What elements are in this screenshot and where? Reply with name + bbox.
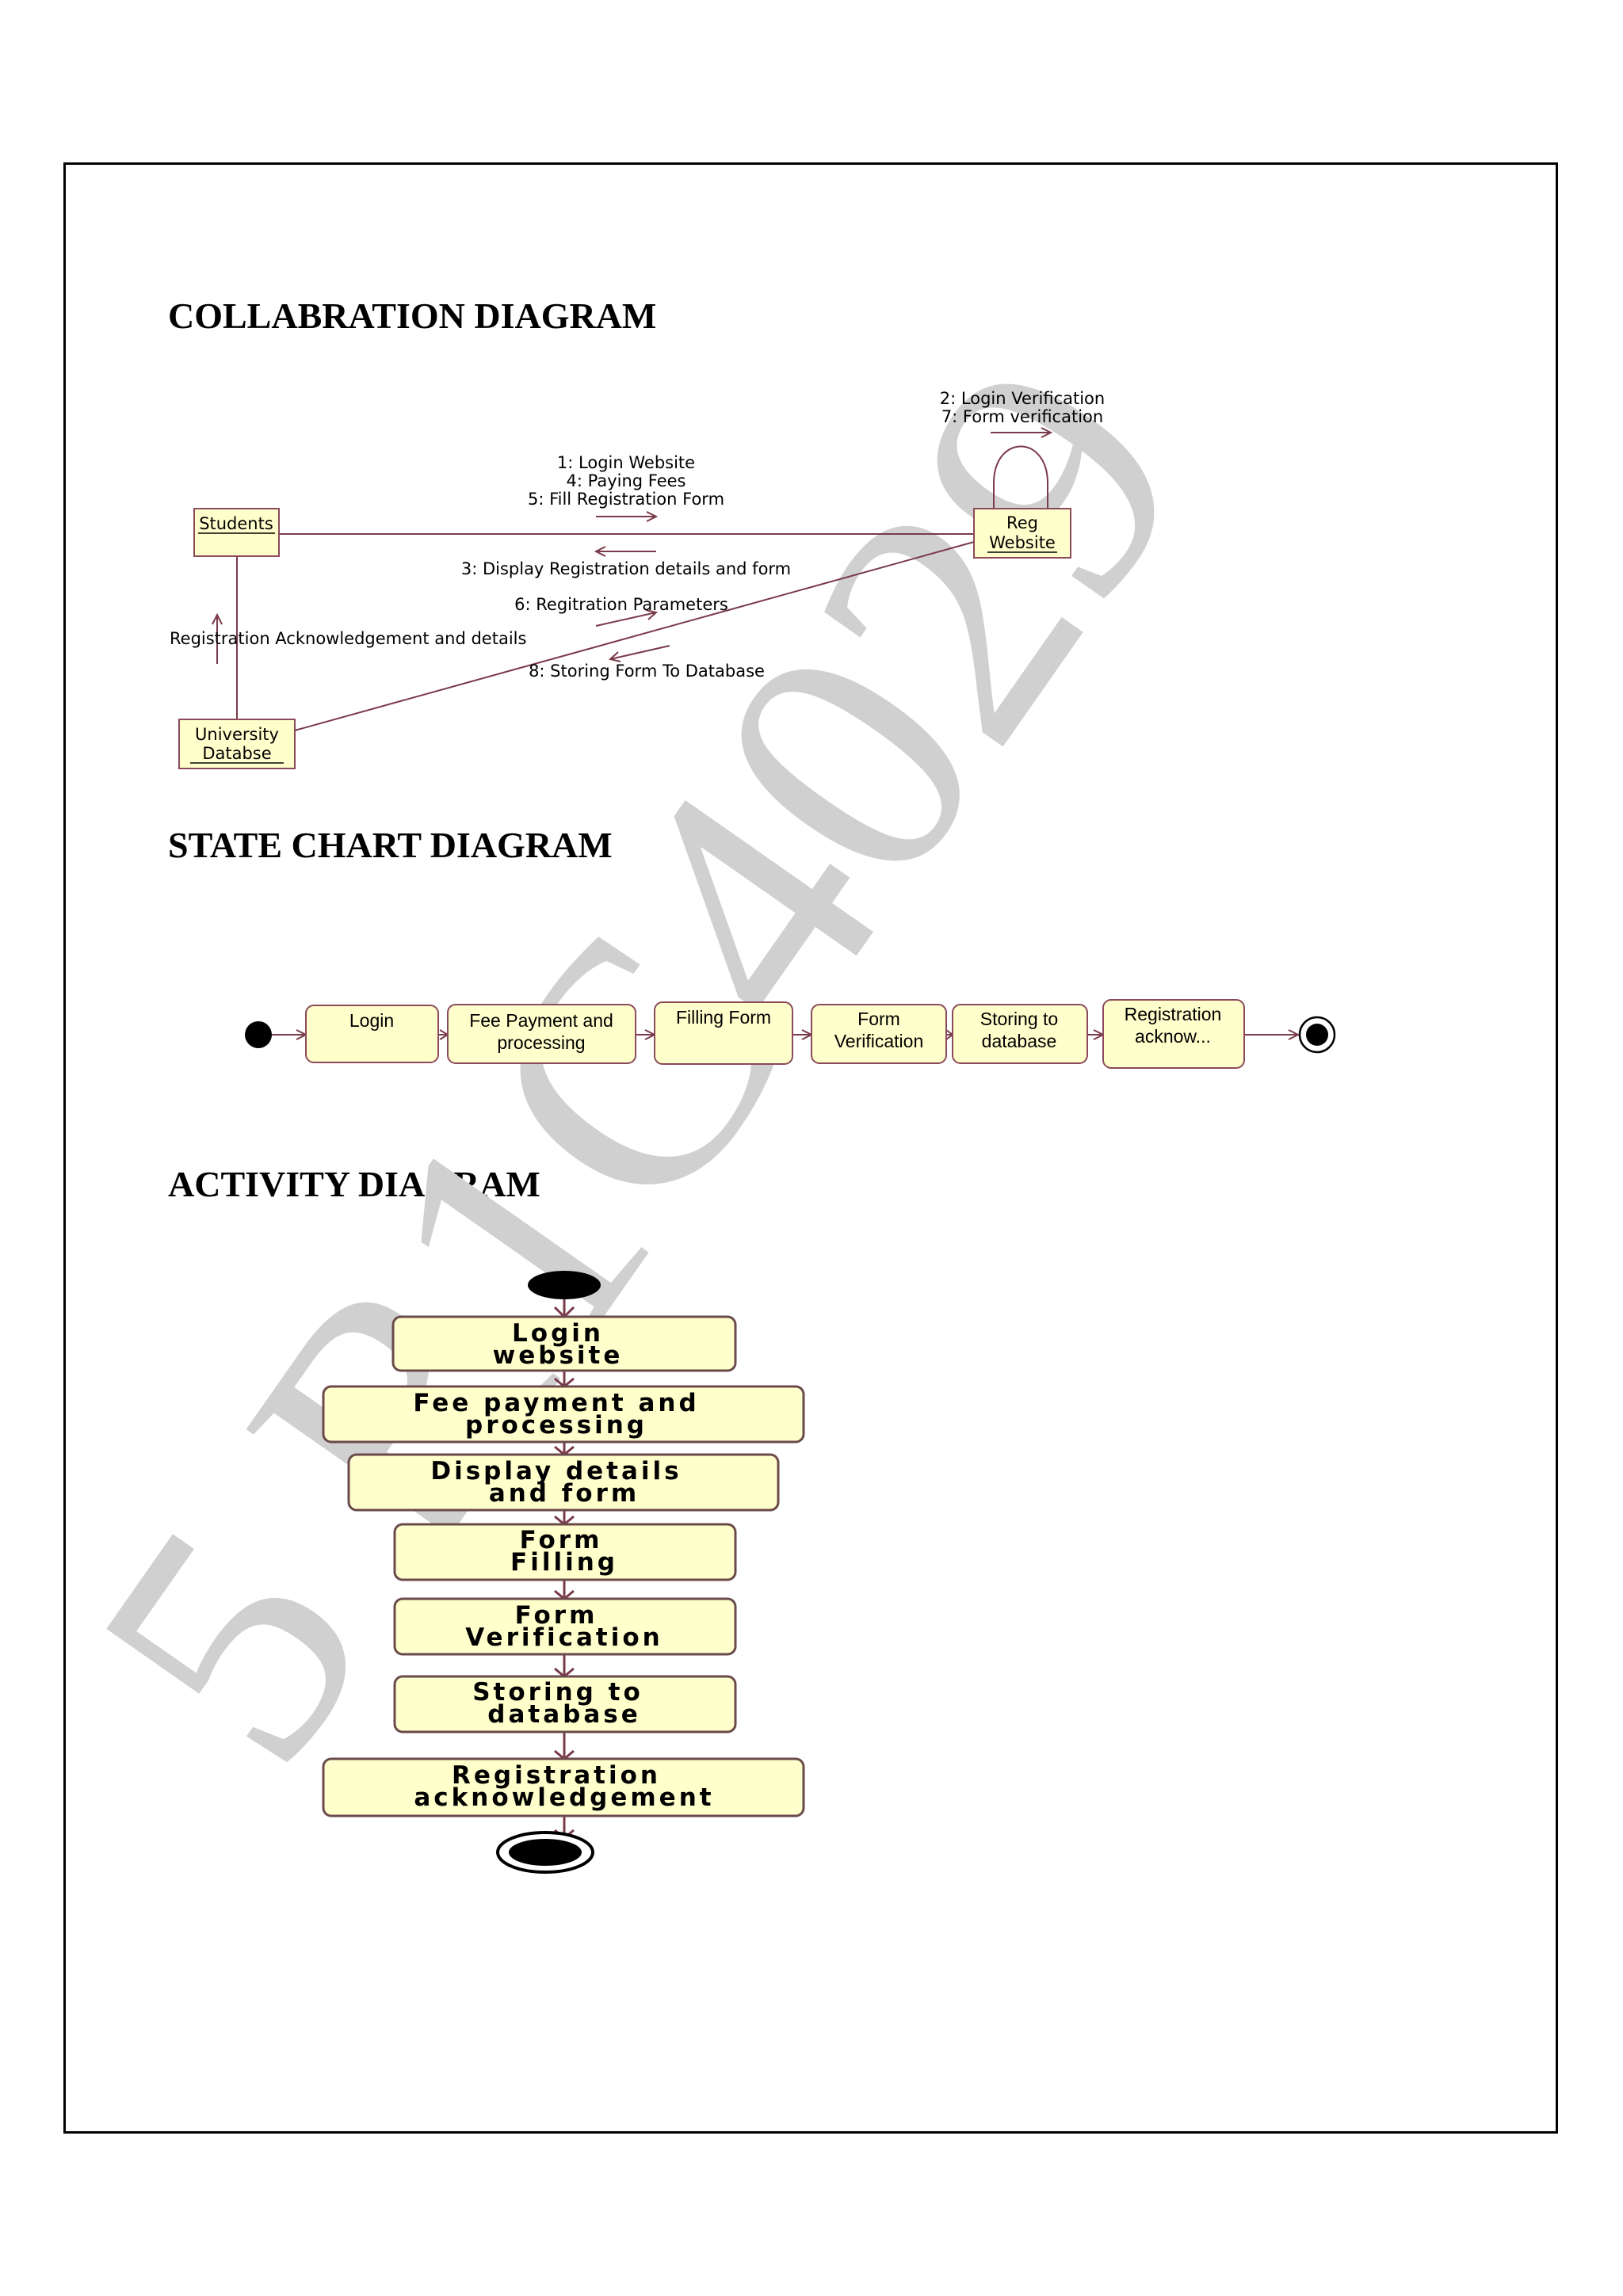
activity-login-website-line2: website [493, 1341, 624, 1370]
message-to-reg-1: 1: Login Website [557, 453, 695, 472]
state-login: Login [305, 1005, 439, 1063]
state-storing-line2: database [982, 1031, 1057, 1051]
activity-form-filling-line2: Filling [510, 1548, 618, 1577]
message-self-1: 2: Login Verification [940, 389, 1105, 408]
activity-storing-line1: Storing to [472, 1678, 643, 1707]
object-reg-website: Reg Website [973, 508, 1071, 559]
activity-flow-5 [554, 1654, 575, 1678]
state-initial-node [245, 1021, 272, 1048]
message-self-2: 7: Form verification [941, 407, 1103, 426]
object-reg-website-line1: Reg [1006, 513, 1038, 532]
object-students: Students [193, 508, 280, 557]
object-university-db-line2: Databse [202, 744, 271, 763]
message-to-reg-2: 4: Paying Fees [567, 471, 686, 490]
arrow-ack [212, 612, 223, 664]
activity-initial-node [528, 1271, 601, 1299]
activity-registration-ack-line2: acknowledgement [414, 1783, 714, 1812]
state-form-verification-line1: Form [857, 1009, 900, 1029]
state-form-verification: Form Verification [811, 1004, 947, 1064]
activity-form-verification-line2: Verification [465, 1623, 663, 1652]
state-filling-form-line1: Filling Form [676, 1007, 771, 1028]
state-storing: Storing to database [952, 1004, 1088, 1064]
message-to-reg-3: 5: Fill Registration Form [528, 490, 724, 509]
state-fee-payment-line2: processing [497, 1032, 585, 1053]
activity-flow-1 [554, 1371, 575, 1388]
activity-form-filling: Form Filling [393, 1523, 737, 1581]
arrow-to-students [594, 546, 656, 557]
state-registration-ack-line1: Registration [1125, 1004, 1222, 1024]
activity-form-verification-line1: Form [515, 1601, 598, 1630]
message-to-students: 3: Display Registration details and form [461, 559, 791, 578]
arrow-self [991, 427, 1053, 438]
activity-registration-ack-line1: Registration [452, 1761, 661, 1790]
activity-registration-ack: Registration acknowledgement [322, 1757, 805, 1817]
arrow-to-db-params [595, 609, 659, 627]
activity-form-filling-line1: Form [520, 1526, 603, 1554]
activity-display-details-line2: and form [489, 1479, 640, 1508]
activity-fee-payment: Fee payment and processing [322, 1385, 805, 1444]
object-university-db: University Databse [178, 719, 296, 769]
message-ack: Registration Acknowledgement and details [170, 629, 526, 648]
activity-display-details: Display details and form [347, 1453, 780, 1512]
activity-flow-6 [554, 1732, 575, 1760]
message-to-db-params: 6: Regitration Parameters [514, 595, 728, 614]
activity-flow-2 [554, 1442, 575, 1456]
state-fee-payment-line1: Fee Payment and [469, 1010, 613, 1031]
activity-display-details-line1: Display details [430, 1457, 682, 1486]
activity-storing-line2: database [487, 1700, 640, 1729]
activity-heading: ACTIVITY DIAGRAM [168, 1164, 540, 1204]
object-reg-website-line2: Website [989, 533, 1056, 552]
activity-flow-3 [554, 1510, 575, 1526]
object-students-label: Students [199, 514, 273, 533]
state-transition-6 [1244, 1029, 1300, 1040]
activity-final-node [496, 1831, 594, 1874]
state-chart-heading: STATE CHART DIAGRAM [168, 825, 613, 865]
state-login-line1: Login [349, 1010, 394, 1031]
arrow-storing [608, 645, 670, 662]
activity-login-website-line1: Login [512, 1319, 604, 1348]
arrow-to-reg [596, 511, 659, 522]
collaboration-heading: COLLABRATION DIAGRAM [168, 296, 657, 336]
activity-flow-0 [553, 1299, 575, 1319]
state-form-verification-line2: Verification [834, 1031, 924, 1051]
page-frame [63, 162, 1558, 2134]
activity-fee-payment-line1: Fee payment and [413, 1389, 699, 1417]
activity-storing: Storing to database [393, 1675, 737, 1733]
activity-flow-4 [554, 1580, 575, 1600]
state-storing-line1: Storing to [980, 1009, 1058, 1029]
object-university-db-line1: University [195, 725, 279, 744]
activity-form-verification: Form Verification [393, 1597, 737, 1656]
state-fee-payment: Fee Payment and processing [447, 1004, 636, 1064]
activity-login-website: Login website [391, 1315, 737, 1372]
state-registration-ack-line2: acknow... [1135, 1026, 1211, 1047]
state-filling-form: Filling Form [654, 1001, 793, 1065]
state-registration-ack: Registration acknow... [1102, 999, 1245, 1069]
message-storing: 8: Storing Form To Database [529, 662, 765, 681]
activity-fee-payment-line2: processing [465, 1411, 647, 1440]
state-final-node [1298, 1016, 1336, 1054]
link-db-reg [294, 541, 975, 731]
self-loop [993, 445, 1048, 509]
